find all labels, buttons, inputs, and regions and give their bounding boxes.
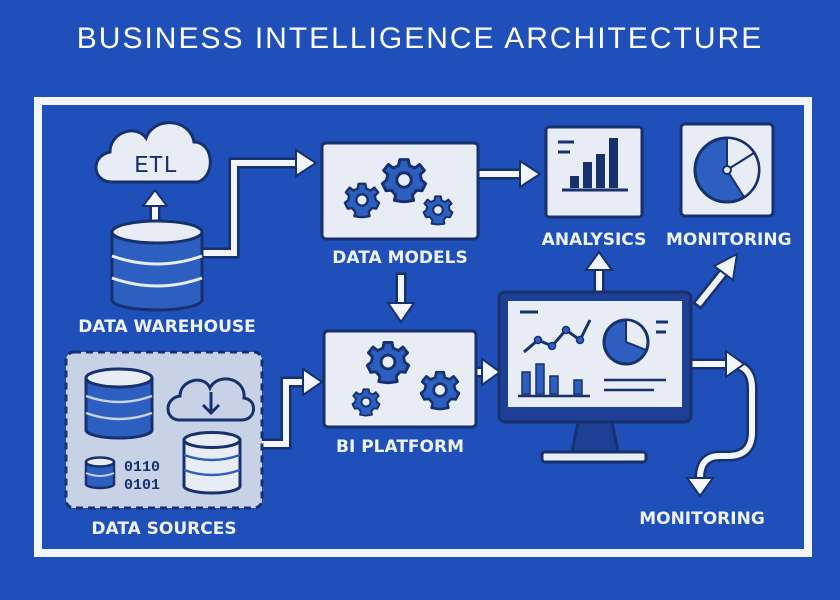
connector-arrows — [141, 148, 758, 498]
binary-text-line-1: 0110 — [124, 459, 160, 476]
analysics-label: ANALYSICS — [541, 230, 647, 250]
bi-platform-label: BI PLATFORM — [336, 437, 464, 457]
data-sources-label: DATA SOURCES — [91, 519, 237, 539]
monitoring-icon — [679, 122, 775, 218]
binary-text-line-2: 0101 — [124, 477, 160, 494]
monitoring-bottom-label: MONITORING — [639, 509, 765, 529]
data-models-panel — [320, 141, 480, 241]
monitoring-top-label: MONITORING — [666, 230, 792, 250]
bi-platform-panel — [322, 329, 478, 429]
arrow-dashboard-to-monitoring-bottom — [684, 358, 758, 484]
data-warehouse-icon — [110, 219, 204, 312]
etl-label: ETL — [134, 153, 177, 180]
small-database-icon — [84, 456, 116, 490]
data-warehouse-label: DATA WAREHOUSE — [78, 317, 256, 337]
dashboard-monitor-icon — [497, 290, 693, 464]
database-icon — [84, 367, 154, 440]
data-sources-group: 0110 0101 — [64, 350, 264, 510]
diagram-frame — [34, 97, 812, 557]
diagram-title: BUSINESS INTELLIGENCE ARCHITECTURE — [76, 22, 764, 55]
arrow-warehouse-to-models — [199, 157, 306, 259]
outlined-database-icon — [182, 431, 242, 495]
etl-cloud-icon: ETL — [94, 121, 212, 184]
data-models-label: DATA MODELS — [332, 248, 468, 268]
analysics-icon — [544, 125, 644, 219]
cloud-download-icon — [166, 377, 255, 422]
